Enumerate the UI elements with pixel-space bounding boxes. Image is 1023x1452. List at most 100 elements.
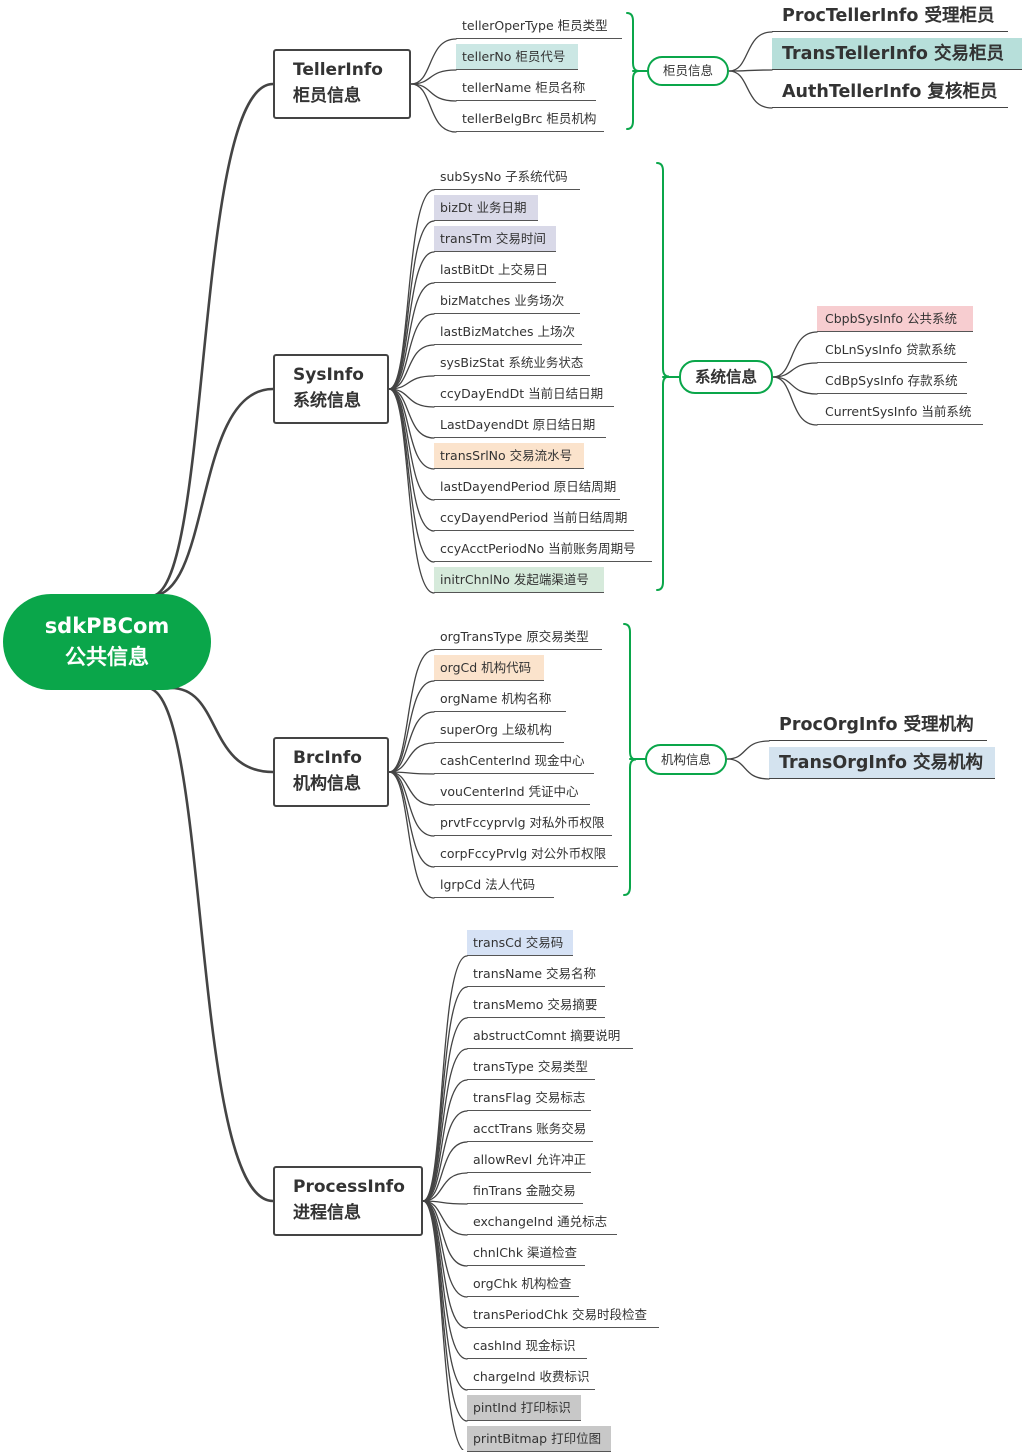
process-link (422, 986, 468, 1202)
sys-summary-item[interactable]: CdBpSysInfo 存款系统 (817, 368, 967, 394)
branch-title: TellerInfo (293, 60, 383, 80)
branch-title: ProcessInfo (293, 1177, 405, 1197)
process-field[interactable]: transMemo 交易摘要 (467, 992, 605, 1018)
brc-link (388, 771, 435, 899)
sys-link (388, 344, 435, 390)
process-field[interactable]: acctTrans 账务交易 (467, 1116, 593, 1142)
teller-field[interactable]: tellerNo 柜员代号 (456, 44, 578, 70)
sys-field[interactable]: lastBizMatches 上场次 (434, 319, 582, 345)
sys-field[interactable]: lastDayendPeriod 原日结周期 (434, 474, 620, 500)
process-link (422, 1079, 468, 1202)
process-field[interactable]: abstructComnt 摘要说明 (467, 1023, 633, 1049)
process-field[interactable]: transCd 交易码 (467, 930, 573, 956)
brc-field[interactable]: lgrpCd 法人代码 (434, 872, 554, 898)
brc-field[interactable]: cashCenterInd 现金中心 (434, 748, 594, 774)
summary-label: 系统信息 (694, 368, 757, 386)
brc-field[interactable]: superOrg 上级机构 (434, 717, 564, 743)
branch-subtitle: 进程信息 (293, 1203, 361, 1223)
sys-summary-item[interactable]: CbLnSysInfo 贷款系统 (817, 337, 967, 363)
process-link (422, 1110, 468, 1202)
sys-field[interactable]: bizMatches 业务场次 (434, 288, 580, 314)
brc-link (388, 649, 435, 773)
branch-sys-info[interactable]: SysInfo 系统信息 (273, 354, 389, 424)
process-field[interactable]: allowRevl 允许冲正 (467, 1147, 591, 1173)
process-field[interactable]: transName 交易名称 (467, 961, 605, 987)
brc-field[interactable]: prvtFccyprvlg 对私外币权限 (434, 810, 612, 836)
teller-summary-item[interactable]: ProcTellerInfo 受理柜员 (772, 0, 1008, 32)
process-field[interactable]: pintInd 打印标识 (467, 1395, 581, 1421)
branch-process-info[interactable]: ProcessInfo 进程信息 (273, 1166, 423, 1236)
brc-link (388, 711, 435, 773)
teller-summary-item[interactable]: AuthTellerInfo 复核柜员 (772, 76, 1008, 108)
process-field[interactable]: transType 交易类型 (467, 1054, 595, 1080)
branch-teller-info[interactable]: TellerInfo 柜员信息 (273, 49, 411, 119)
process-field[interactable]: transFlag 交易标志 (467, 1085, 591, 1111)
sys-field[interactable]: ccyDayendPeriod 当前日结周期 (434, 505, 634, 531)
teller-link (410, 83, 457, 133)
brc-summary-link (726, 758, 770, 780)
sys-link (388, 220, 435, 390)
process-field[interactable]: exchangeInd 通兑标志 (467, 1209, 617, 1235)
teller-field[interactable]: tellerName 柜员名称 (456, 75, 596, 101)
sys-summary-link (772, 362, 818, 378)
root-node[interactable]: sdkPBCom 公共信息 (3, 594, 211, 690)
teller-summary-link (728, 31, 773, 72)
summary-brc[interactable]: 机构信息 (645, 744, 727, 775)
brc-summary-item[interactable]: ProcOrgInfo 受理机构 (769, 709, 987, 741)
summary-label: 柜员信息 (662, 63, 713, 78)
sys-field[interactable]: transSrlNo 交易流水号 (434, 443, 584, 469)
sys-field[interactable]: lastBitDt 上交易日 (434, 257, 556, 283)
brc-field[interactable]: orgCd 机构代码 (434, 655, 544, 681)
sys-link (388, 251, 435, 390)
sys-field[interactable]: initrChnlNo 发起端渠道号 (434, 567, 604, 593)
sys-link (388, 388, 435, 501)
teller-link (410, 69, 457, 85)
brc-link (388, 742, 435, 773)
sys-field[interactable]: ccyAcctPeriodNo 当前账务周期号 (434, 536, 652, 562)
sys-link (388, 375, 435, 390)
process-field[interactable]: chnlChk 渠道检查 (467, 1240, 585, 1266)
branch-brc-info[interactable]: BrcInfo 机构信息 (273, 737, 389, 807)
process-link (422, 1200, 465, 1450)
root-link-teller (149, 82, 275, 598)
sys-link (388, 282, 435, 390)
branch-subtitle: 系统信息 (293, 391, 361, 411)
sys-field[interactable]: subSysNo 子系统代码 (434, 164, 580, 190)
sys-summary-item[interactable]: CbpbSysInfo 公共系统 (817, 306, 973, 332)
brc-link (388, 771, 435, 806)
sys-field[interactable]: LastDayendDt 原日结日期 (434, 412, 606, 438)
process-field[interactable]: chargeInd 收费标识 (467, 1364, 595, 1390)
sys-link (388, 388, 435, 594)
process-field[interactable]: transPeriodChk 交易时段检查 (467, 1302, 659, 1328)
sys-link (388, 313, 435, 390)
brc-field[interactable]: orgName 机构名称 (434, 686, 566, 712)
sys-summary-link (772, 331, 818, 378)
brc-field[interactable]: corpFccyPrvlg 对公外币权限 (434, 841, 618, 867)
sys-field[interactable]: sysBizStat 系统业务状态 (434, 350, 590, 376)
root-title: sdkPBCom (44, 614, 170, 638)
sys-field[interactable]: bizDt 业务日期 (434, 195, 538, 221)
brc-link (388, 680, 435, 773)
teller-field[interactable]: tellerBelgBrc 柜员机构 (456, 106, 604, 132)
process-field[interactable]: finTrans 金融交易 (467, 1178, 583, 1204)
summary-label: 机构信息 (660, 752, 711, 767)
teller-summary-item[interactable]: TransTellerInfo 交易柜员 (772, 38, 1022, 70)
summary-sys[interactable]: 系统信息 (679, 360, 773, 394)
brc-summary-item[interactable]: TransOrgInfo 交易机构 (769, 747, 995, 779)
teller-summary-link (728, 70, 773, 109)
process-field[interactable]: orgChk 机构检查 (467, 1271, 579, 1297)
brc-field[interactable]: orgTransType 原交易类型 (434, 624, 602, 650)
teller-link (410, 38, 457, 85)
process-field[interactable]: cashInd 现金标识 (467, 1333, 587, 1359)
process-link (422, 1141, 468, 1202)
sys-summary-item[interactable]: CurrentSysInfo 当前系统 (817, 399, 983, 425)
branch-subtitle: 柜员信息 (293, 86, 361, 106)
sys-field[interactable]: transTm 交易时间 (434, 226, 556, 252)
brc-field[interactable]: vouCenterInd 凭证中心 (434, 779, 590, 805)
process-field[interactable]: printBitmap 打印位图 (467, 1426, 611, 1452)
process-link (422, 1172, 468, 1202)
summary-teller[interactable]: 柜员信息 (647, 56, 729, 86)
teller-field[interactable]: tellerOperType 柜员类型 (456, 13, 622, 39)
sys-field[interactable]: ccyDayEndDt 当前日结日期 (434, 381, 614, 407)
